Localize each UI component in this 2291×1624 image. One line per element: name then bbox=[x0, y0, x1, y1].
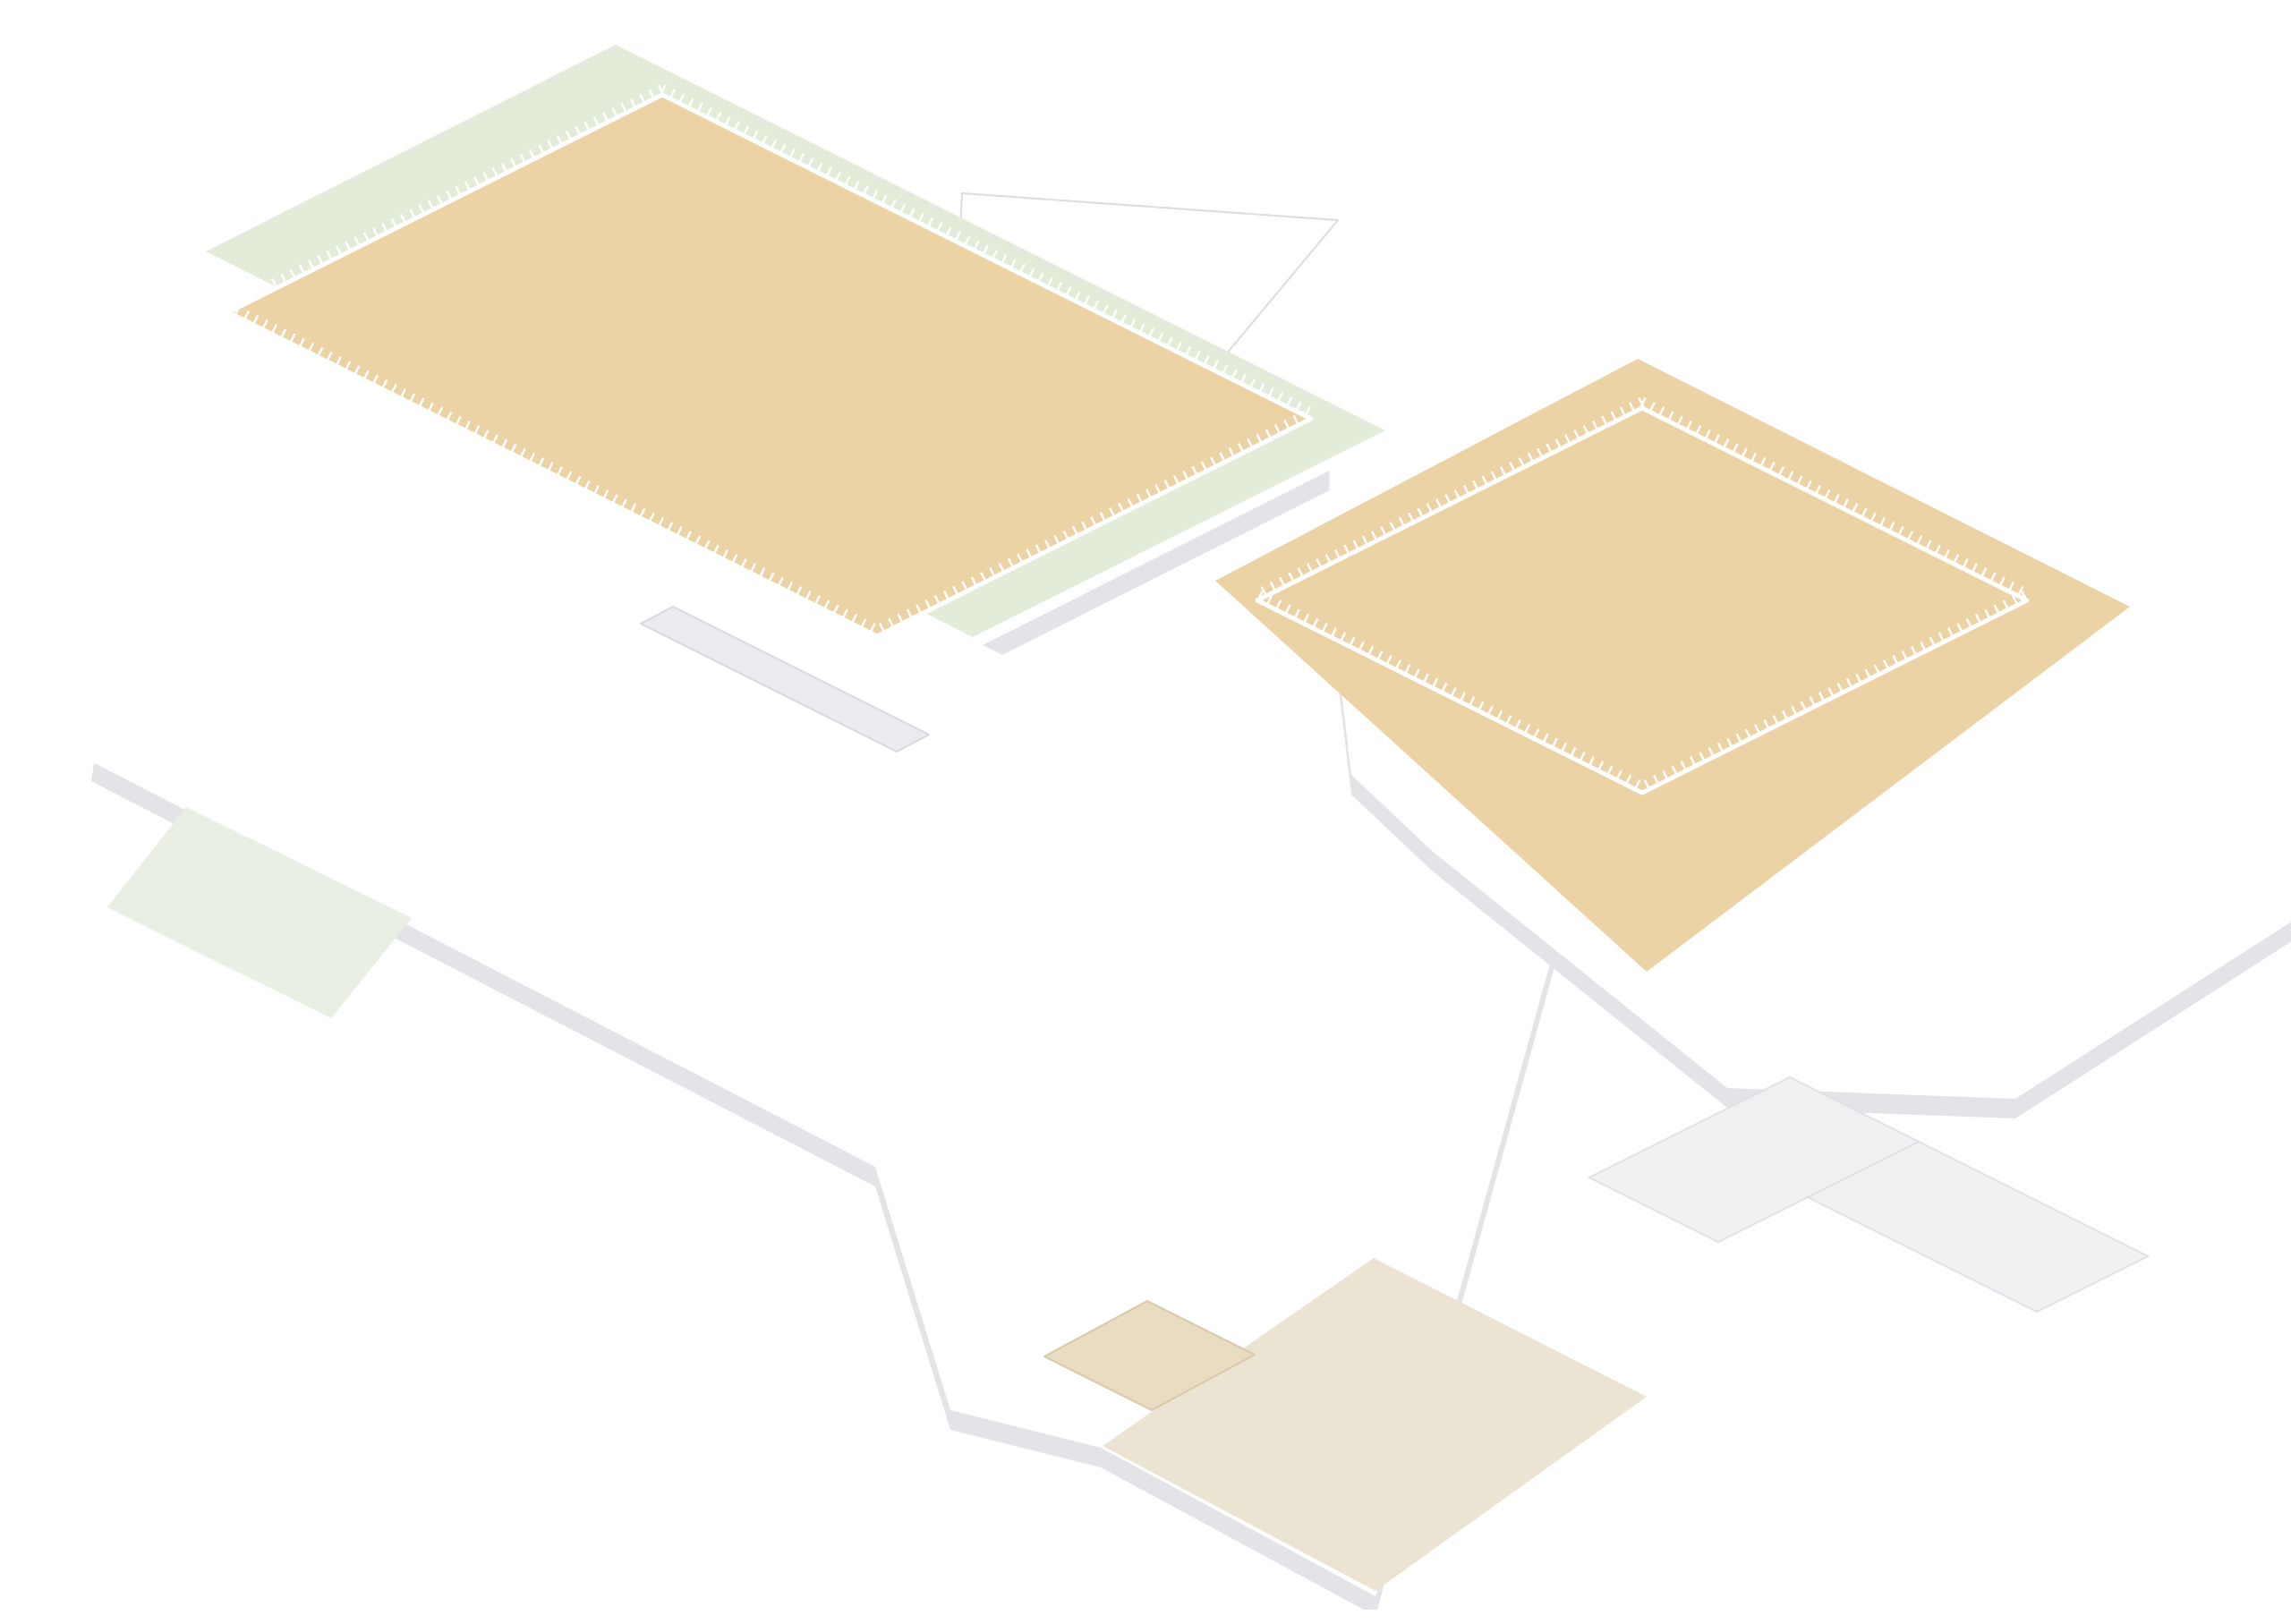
exit-ramp-a bbox=[1588, 1076, 1920, 1243]
exit-ramp-b bbox=[1807, 1141, 2149, 1313]
cafe-terrace bbox=[1103, 1258, 1647, 1591]
venue-floor-plan bbox=[91, 21, 2291, 1610]
arena2-wheelchair-platform bbox=[640, 606, 930, 752]
market-hall-base bbox=[91, 241, 1557, 1596]
arena2-cafe bbox=[107, 807, 412, 1018]
practice-arena-sand bbox=[228, 95, 1311, 636]
equestrian-venue-isometric-map: Isometric illustration of an indoor eque… bbox=[36, 14, 2291, 1610]
tv-stage bbox=[1043, 1300, 1256, 1411]
venue-structures-layer bbox=[36, 14, 2291, 1610]
